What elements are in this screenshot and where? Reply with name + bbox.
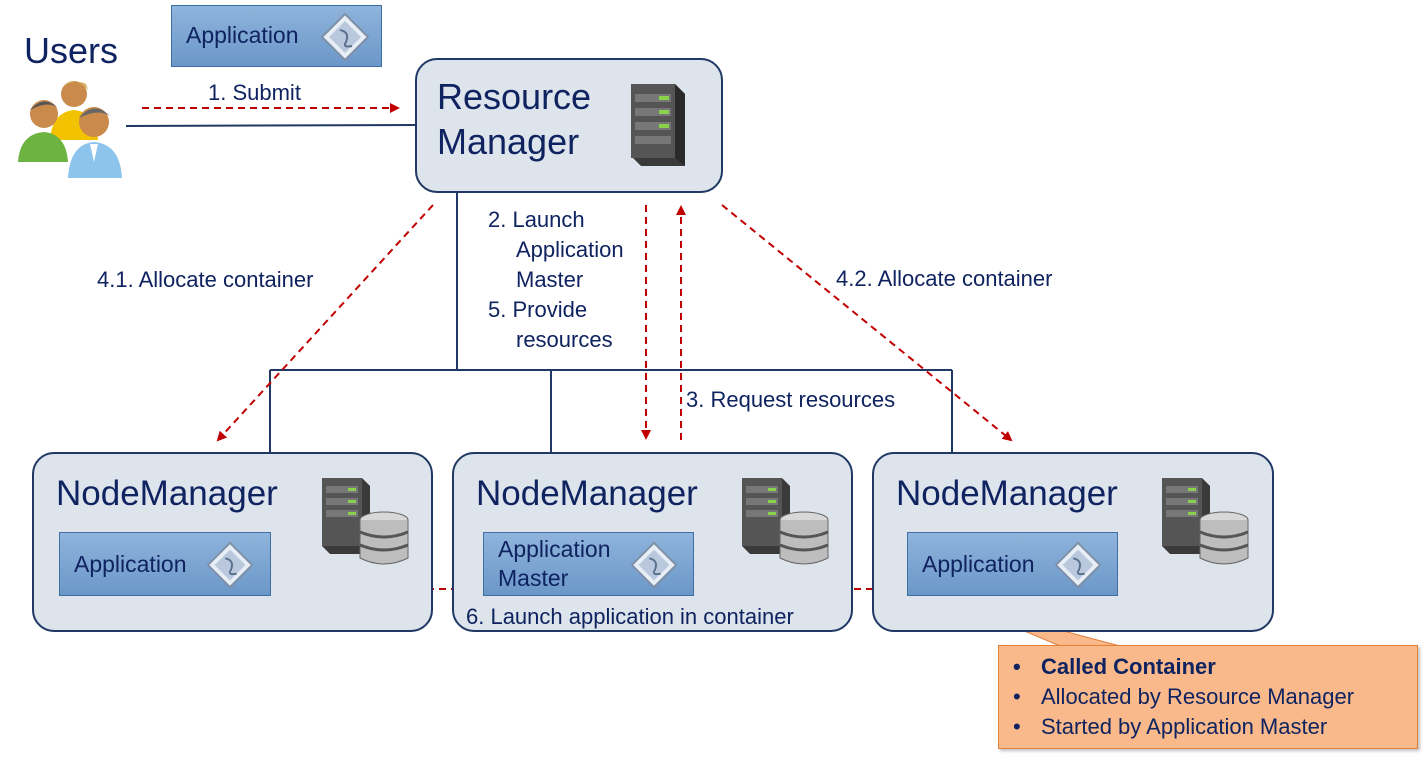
- alloc-41-label: 4.1. Allocate container: [97, 267, 314, 292]
- top-application[interactable]: Application: [171, 5, 382, 67]
- resource-manager-title-line1: Resource: [437, 76, 592, 117]
- users-label: Users: [24, 30, 119, 71]
- callout-item-3: Started by Application Master: [1013, 712, 1417, 742]
- alloc-42-arrow: [721, 204, 1013, 442]
- container-callout: Called Container Allocated by Resource M…: [998, 645, 1418, 749]
- alloc-42-label: 4.2. Allocate container: [836, 266, 1053, 291]
- application-master-label-line2: Master: [498, 565, 569, 591]
- callout-list: Called Container Allocated by Resource M…: [999, 646, 1417, 742]
- server-database-icon: [1162, 478, 1249, 565]
- application-master-label-line1: Application: [498, 536, 611, 562]
- server-icon: [631, 84, 685, 166]
- node-manager-3[interactable]: NodeManager Application: [872, 452, 1274, 632]
- application-icon: [1054, 541, 1102, 589]
- request-res-label: 3. Request resources: [686, 387, 896, 412]
- provide-res-line1: 5. Provide: [488, 297, 588, 322]
- node-manager-2[interactable]: NodeManager Application Master: [452, 452, 853, 632]
- application-icon: [320, 12, 370, 62]
- node-manager-2-title: NodeManager: [476, 474, 698, 513]
- provide-res-line2: resources: [516, 327, 613, 352]
- server-database-icon: [322, 478, 409, 565]
- top-application-label: Application: [186, 22, 299, 48]
- node-manager-3-application[interactable]: Application: [907, 532, 1118, 596]
- network-lines: [125, 124, 953, 453]
- users-icon: [18, 81, 122, 178]
- node-manager-3-title: NodeManager: [896, 474, 1118, 513]
- node-manager-3-application-label: Application: [922, 551, 1035, 577]
- node-manager-1[interactable]: NodeManager Application: [32, 452, 433, 632]
- node-manager-1-title: NodeManager: [56, 474, 278, 513]
- node-manager-1-application-label: Application: [74, 551, 187, 577]
- server-database-icon: [742, 478, 829, 565]
- resource-manager-box[interactable]: Resource Manager: [415, 58, 723, 193]
- launch-am-line2: Application: [516, 237, 624, 262]
- launch-container-label: 6. Launch application in container: [466, 604, 794, 629]
- callout-item-1: Called Container: [1013, 652, 1417, 682]
- callout-item-2: Allocated by Resource Manager: [1013, 682, 1417, 712]
- alloc-41-arrow: [216, 204, 434, 442]
- node-manager-1-application[interactable]: Application: [59, 532, 271, 596]
- application-icon: [206, 541, 254, 589]
- application-master[interactable]: Application Master: [483, 532, 694, 596]
- application-icon: [630, 541, 678, 589]
- launch-am-line1: 2. Launch: [488, 207, 585, 232]
- submit-label: 1. Submit: [208, 80, 301, 105]
- launch-am-line3: Master: [516, 267, 584, 292]
- resource-manager-title-line2: Manager: [437, 121, 580, 162]
